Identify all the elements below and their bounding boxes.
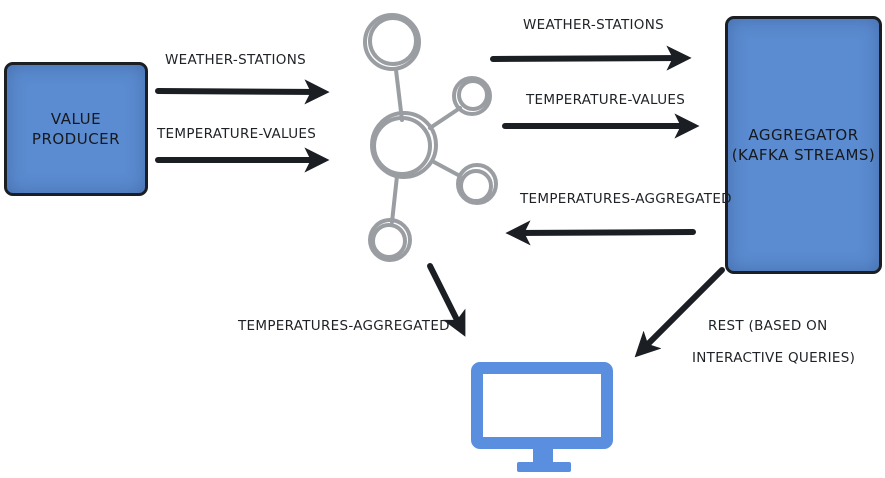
label-kafka-temperature: TEMPERATURE-VALUES: [526, 92, 686, 108]
kafka-cluster-icon: [363, 13, 498, 262]
label-producer-temperature: TEMPERATURE-VALUES: [157, 126, 317, 142]
label-kafka-weather: WEATHER-STATIONS: [523, 17, 664, 33]
label-rest-line2: INTERACTIVE QUERIES): [692, 350, 856, 366]
value-producer-box: VALUE PRODUCER: [4, 62, 148, 196]
producer-label-line1: VALUE: [50, 109, 102, 128]
aggregator-label-line2: (KAFKA STREAMS): [731, 146, 876, 164]
arrow-rest: [634, 267, 725, 358]
arrow-kafka-weather: [490, 45, 692, 71]
label-producer-weather: WEATHER-STATIONS: [165, 52, 306, 68]
label-aggregated-back: TEMPERATURES-AGGREGATED: [520, 191, 732, 207]
label-aggregated-monitor: TEMPERATURES-AGGREGATED: [238, 318, 450, 334]
arrow-aggregated-monitor: [427, 263, 466, 337]
label-rest-line1: REST (BASED ON: [708, 318, 828, 334]
aggregator-label-line1: AGGREGATOR: [748, 125, 859, 144]
monitor-icon: [471, 362, 613, 472]
producer-label-line2: PRODUCER: [31, 130, 121, 148]
arrow-producer-weather: [155, 79, 330, 105]
arrow-aggregated-back: [505, 220, 696, 246]
aggregator-box: AGGREGATOR (KAFKA STREAMS): [725, 16, 882, 274]
